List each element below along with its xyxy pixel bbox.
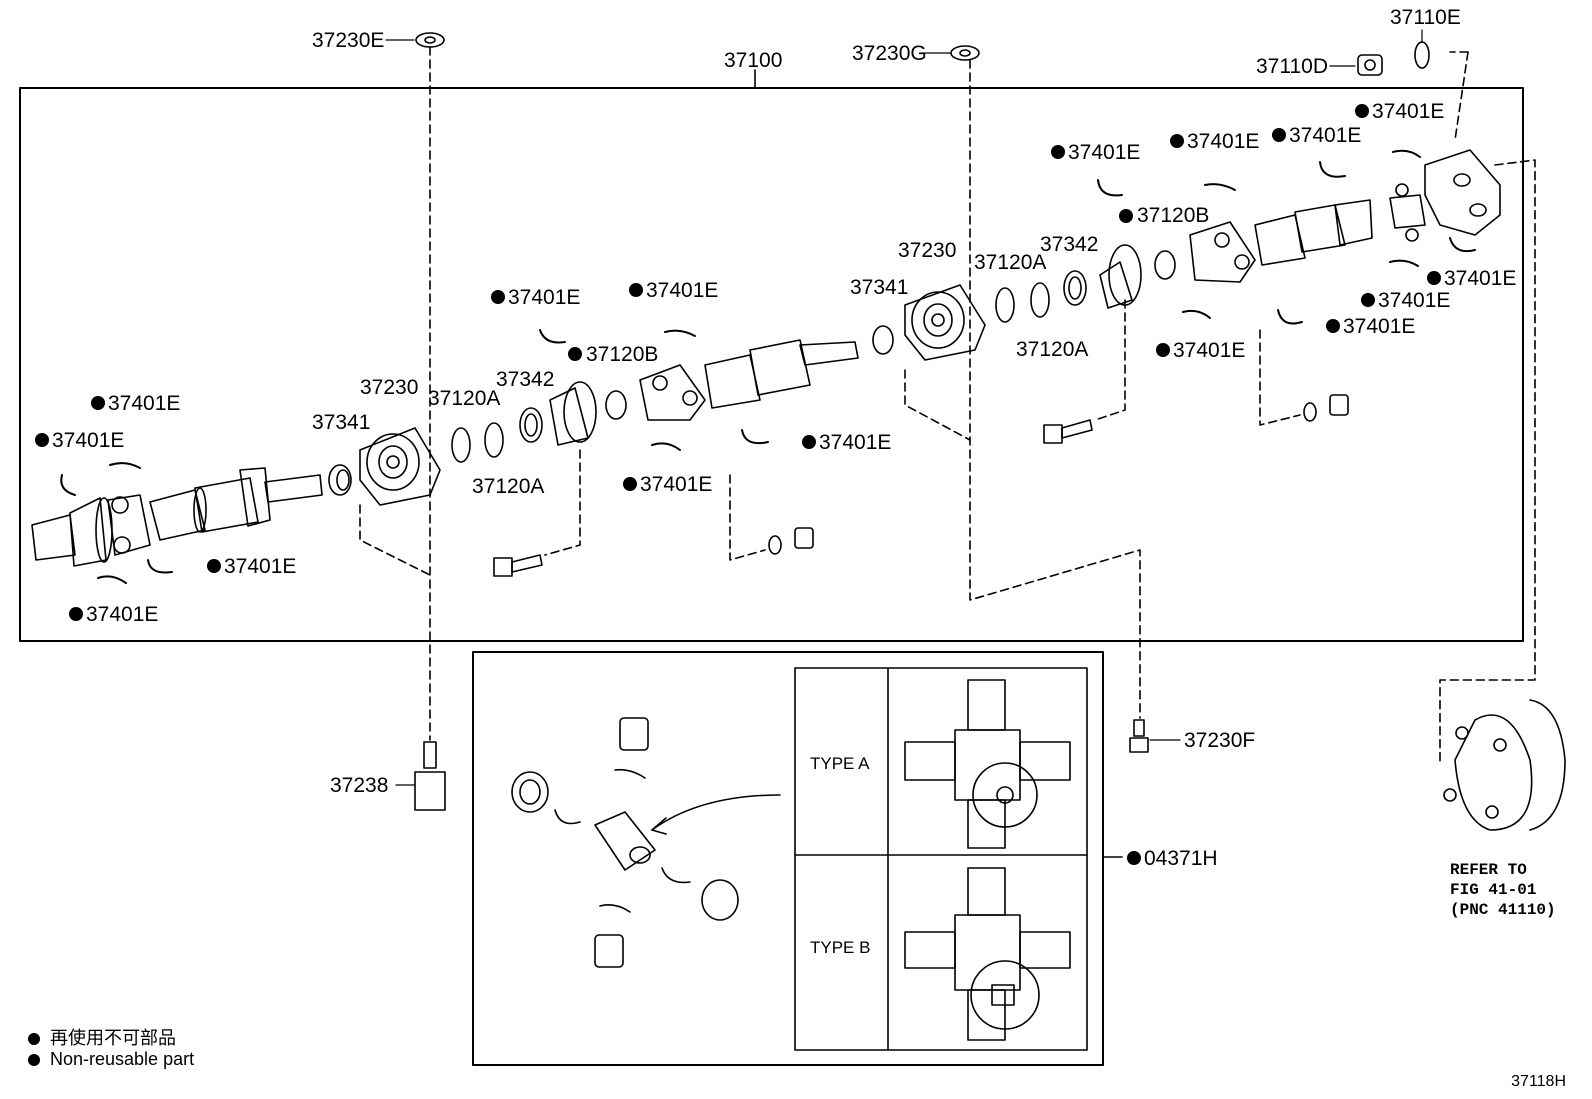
- label-37120B-2: 37120B: [1137, 204, 1209, 227]
- label-37401E: 37401E: [86, 603, 158, 626]
- label-37401E: 37401E: [1173, 339, 1245, 362]
- bullets: [35, 104, 1441, 865]
- label-37401E: 37401E: [108, 392, 180, 415]
- snap-rings: [60, 149, 1476, 584]
- cushion-left: [328, 464, 352, 496]
- label-37120B-1: 37120B: [586, 343, 658, 366]
- bolt-f: [1129, 719, 1149, 753]
- label-37401E: 37401E: [224, 555, 296, 578]
- rings-right: [995, 270, 1087, 323]
- label-37120A-4: 37120A: [1016, 338, 1088, 361]
- refer-line-2: FIG 41-01: [1450, 881, 1536, 899]
- label-04371H: 04371H: [1144, 847, 1218, 870]
- label-type-a: TYPE A: [810, 754, 870, 773]
- label-37401E: 37401E: [1444, 267, 1516, 290]
- label-37401E: 37401E: [1378, 289, 1450, 312]
- rings-left: [451, 407, 543, 463]
- legend-en: Non-reusable part: [28, 1049, 194, 1070]
- label-37230-right: 37230: [898, 239, 956, 262]
- bolt-right: [1043, 419, 1093, 444]
- washer-nut-right: [1303, 394, 1349, 422]
- assembly-frame: [19, 87, 1524, 642]
- label-37401E: 37401E: [52, 429, 124, 452]
- type-a-spider: [904, 679, 1071, 849]
- label-37341-left: 37341: [312, 411, 370, 434]
- figure-id: 37118H: [1511, 1073, 1566, 1090]
- type-b-spider: [904, 867, 1071, 1041]
- center-bearing-right: [904, 284, 986, 361]
- label-37120A-1: 37120A: [428, 387, 500, 410]
- dashed-leaders: [359, 46, 1536, 766]
- label-37401E: 37401E: [1068, 141, 1140, 164]
- label-37341-right: 37341: [850, 276, 908, 299]
- shaft-tube-left: [149, 467, 323, 541]
- legend-bullet-icon: [28, 1033, 40, 1046]
- label-37401E: 37401E: [1343, 315, 1415, 338]
- label-37342-left: 37342: [496, 368, 554, 391]
- type-table: [794, 667, 1088, 1051]
- label-leaders: [385, 29, 1423, 786]
- washer-nut-mid: [768, 527, 814, 555]
- label-37110E: 37110E: [1390, 6, 1461, 29]
- label-37230E: 37230E: [312, 29, 384, 52]
- washer-top-mid: [950, 45, 980, 61]
- legend-en-text: Non-reusable part: [50, 1049, 195, 1069]
- legend-jp-text: 再使用不可部品: [50, 1028, 176, 1048]
- spider-exploded: [511, 717, 781, 968]
- legend-jp: 再使用不可部品: [28, 1024, 176, 1050]
- label-37238: 37238: [330, 774, 388, 797]
- nut-top-right: [1357, 54, 1383, 76]
- refer-line-3: (PNC 41110): [1450, 901, 1556, 919]
- center-bearing-left: [359, 427, 441, 506]
- label-37120A-3: 37120A: [974, 251, 1046, 274]
- middle-joint: [639, 339, 859, 421]
- label-37230F: 37230F: [1184, 729, 1255, 752]
- washer-top-left: [415, 32, 445, 48]
- differential-flange: [1443, 699, 1566, 831]
- label-37401E: 37401E: [1187, 130, 1259, 153]
- bolt-left: [493, 554, 543, 577]
- label-37401E: 37401E: [1289, 124, 1361, 147]
- refer-line-1: REFER TO: [1450, 861, 1527, 879]
- spider-kit-box: [472, 651, 1104, 1066]
- rear-spider: [1389, 183, 1426, 242]
- washer-top-right: [1414, 41, 1430, 69]
- legend-bullet-icon: [28, 1054, 40, 1067]
- label-37401E: 37401E: [640, 473, 712, 496]
- label-37230-left: 37230: [360, 376, 418, 399]
- front-yoke-left: [31, 494, 151, 567]
- label-37120A-2: 37120A: [472, 475, 544, 498]
- label-37401E: 37401E: [646, 279, 718, 302]
- flange-left: [549, 381, 627, 446]
- label-37401E: 37401E: [1372, 100, 1444, 123]
- cushion-right: [872, 325, 894, 355]
- rear-flange-yoke: [1424, 149, 1501, 236]
- part-labels: 37100 37230E 37230G 37110D 37110E 37230 …: [52, 6, 1556, 957]
- rear-joint: [1189, 199, 1373, 283]
- flange-right: [1099, 244, 1176, 309]
- label-37100: 37100: [724, 49, 782, 72]
- label-37342-right: 37342: [1040, 233, 1098, 256]
- label-37230G: 37230G: [852, 42, 927, 65]
- label-37401E: 37401E: [819, 431, 891, 454]
- label-37110D: 37110D: [1256, 55, 1328, 78]
- label-37401E: 37401E: [508, 286, 580, 309]
- label-type-b: TYPE B: [810, 938, 870, 957]
- stud-bolt: [414, 741, 446, 811]
